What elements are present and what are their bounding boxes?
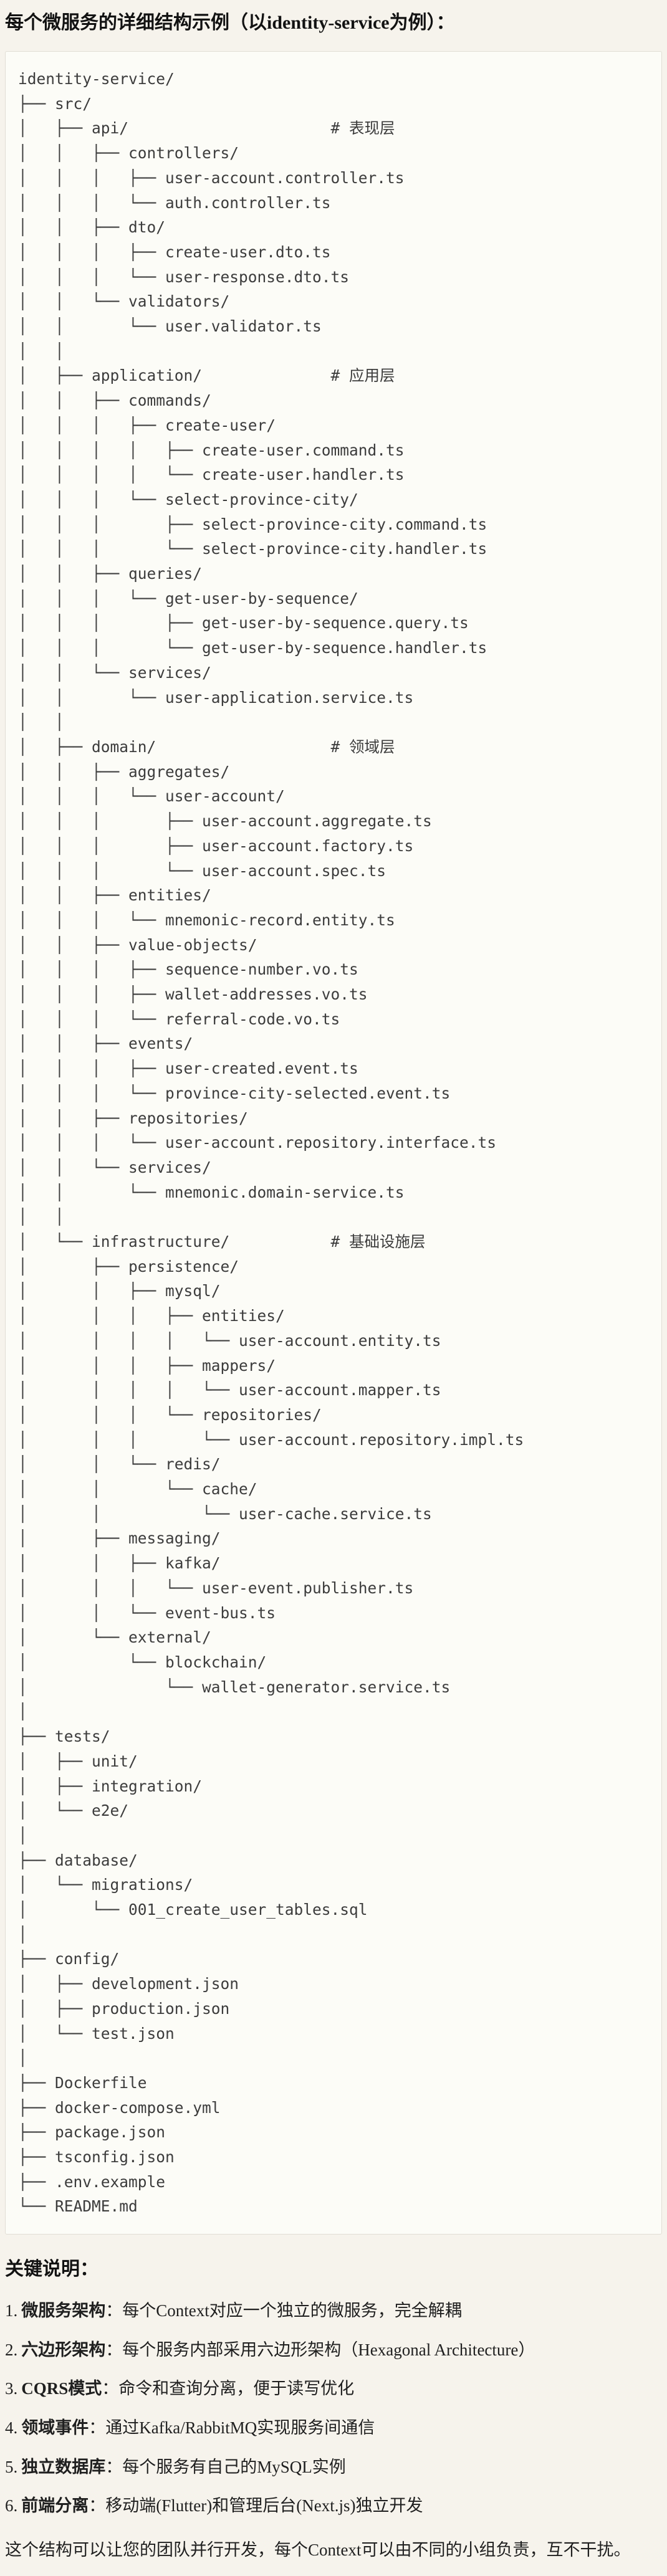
note-item: 5.独立数据库：每个服务有自己的MySQL实例 xyxy=(5,2456,662,2479)
note-item: 6.前端分离：移动端(Flutter)和管理后台(Next.js)独立开发 xyxy=(5,2495,662,2517)
note-desc: ：每个服务内部采用六边形架构（Hexagonal Architecture） xyxy=(105,2340,535,2359)
code-block: identity-service/ ├── src/ │ ├── api/ # … xyxy=(5,51,662,2235)
notes-heading: 关键说明： xyxy=(5,2259,98,2280)
note-term: 领域事件 xyxy=(21,2418,89,2438)
note-item: 1.微服务架构：每个Context对应一个独立的微服务，完全解耦 xyxy=(5,2300,662,2322)
note-item: 4.领域事件：通过Kafka/RabbitMQ实现服务间通信 xyxy=(5,2417,662,2440)
notes-list: 1.微服务架构：每个Context对应一个独立的微服务，完全解耦 2.六边形架构… xyxy=(5,2300,662,2517)
note-number: 2. xyxy=(5,2340,18,2359)
note-term: 独立数据库 xyxy=(21,2457,106,2476)
note-desc: ：命令和查询分离，便于读写优化 xyxy=(102,2379,355,2398)
note-desc: ：每个Context对应一个独立的微服务，完全解耦 xyxy=(105,2301,462,2321)
note-term: 前端分离 xyxy=(21,2496,89,2516)
note-number: 1. xyxy=(5,2301,18,2321)
page-title: 每个微服务的详细结构示例（以identity-service为例）： xyxy=(5,12,455,33)
note-number: 5. xyxy=(5,2457,18,2476)
note-item: 2.六边形架构：每个服务内部采用六边形架构（Hexagonal Architec… xyxy=(5,2339,662,2362)
note-desc: ：通过Kafka/RabbitMQ实现服务间通信 xyxy=(89,2418,375,2438)
note-number: 4. xyxy=(5,2418,18,2438)
note-item: 3.CQRS模式：命令和查询分离，便于读写优化 xyxy=(5,2378,662,2400)
note-number: 3. xyxy=(5,2379,18,2398)
note-desc: ：每个服务有自己的MySQL实例 xyxy=(105,2457,346,2476)
directory-tree: identity-service/ ├── src/ │ ├── api/ # … xyxy=(18,70,524,2216)
note-desc: ：移动端(Flutter)和管理后台(Next.js)独立开发 xyxy=(89,2496,423,2516)
note-term: 微服务架构 xyxy=(21,2301,106,2321)
note-term: 六边形架构 xyxy=(21,2340,106,2359)
note-number: 6. xyxy=(5,2496,18,2516)
note-term: CQRS模式 xyxy=(21,2379,102,2398)
notes-footer: 这个结构可以让您的团队并行开发，每个Context可以由不同的小组负责，互不干扰… xyxy=(5,2540,631,2559)
